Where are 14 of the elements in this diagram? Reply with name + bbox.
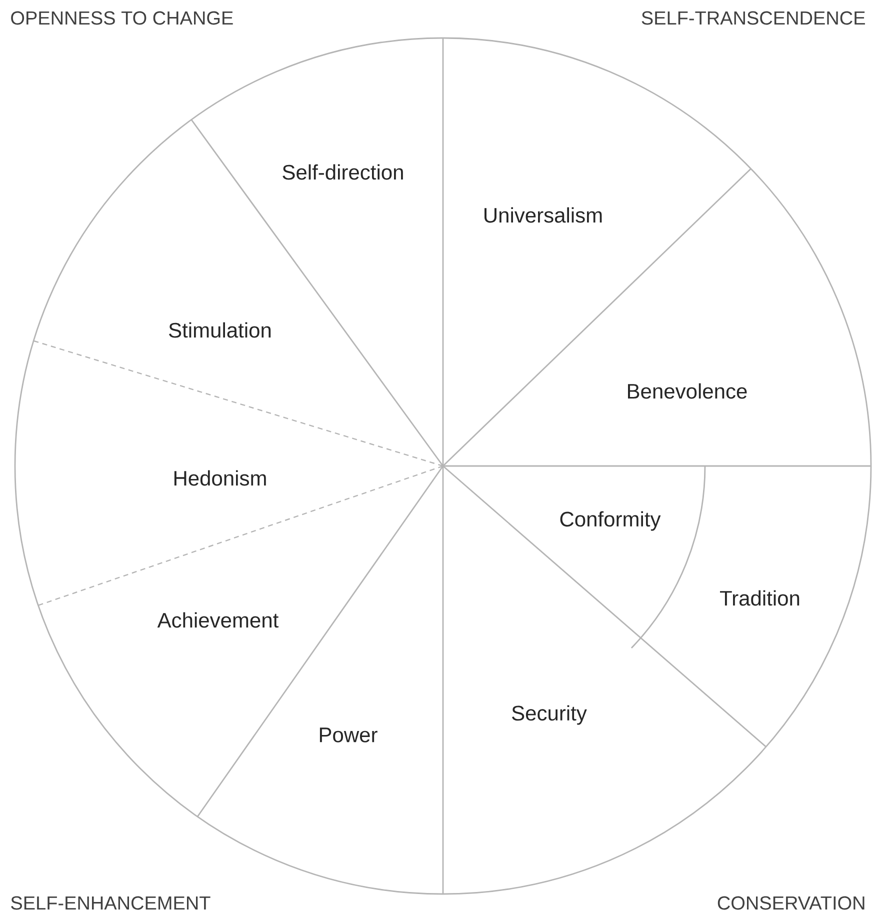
- group-heading: SELF-ENHANCEMENT: [11, 896, 210, 910]
- group-heading: OPENNESS TO CHANGE: [11, 11, 233, 25]
- value-label: Achievement: [157, 612, 279, 628]
- value-label: Security: [512, 705, 587, 725]
- value-label: Universalism: [484, 207, 602, 223]
- value-label: Tradition: [720, 590, 800, 606]
- value-label: Hedonism: [174, 470, 266, 486]
- value-label: Stimulation: [169, 322, 271, 338]
- value-label: Self-direction: [282, 164, 403, 180]
- value-label: Conformity: [560, 511, 661, 531]
- value-label: Benevolence: [628, 383, 747, 399]
- group-heading: SELF-TRANSCENDENCE: [642, 11, 865, 25]
- group-heading: CONSERVATION: [718, 896, 864, 910]
- value-label: Power: [320, 728, 378, 742]
